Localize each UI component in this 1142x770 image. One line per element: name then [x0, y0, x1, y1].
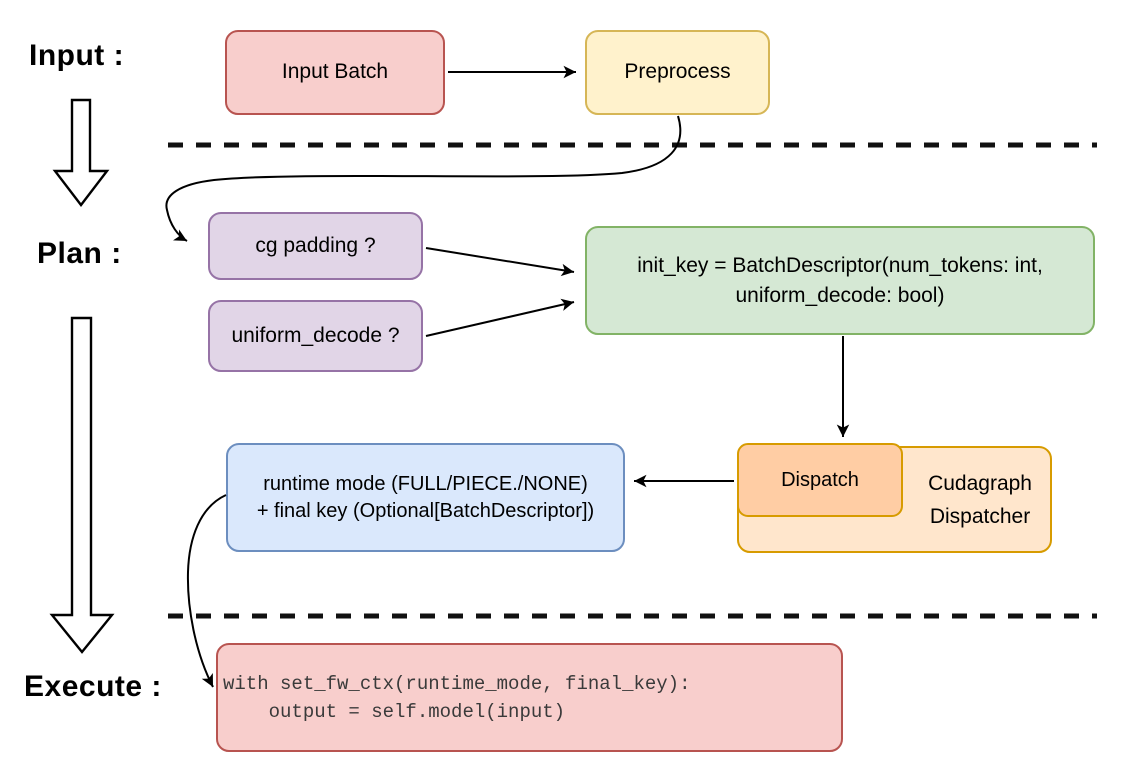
- plan-to-execute-block-arrow: [49, 316, 115, 654]
- node-runtime-mode: runtime mode (FULL/PIECE./NONE) + final …: [226, 443, 625, 552]
- node-init-key-line2: uniform_decode: bool): [735, 283, 945, 307]
- execute-code-line1: with set_fw_ctx(runtime_mode, final_key)…: [223, 672, 691, 695]
- node-cudagraph-line2: Dispatcher: [929, 504, 1031, 528]
- execute-code-line2: output = self.model(input): [223, 700, 566, 723]
- node-dispatch: Dispatch: [737, 443, 903, 517]
- node-execute-code: with set_fw_ctx(runtime_mode, final_key)…: [216, 643, 843, 752]
- node-runtime-mode-line2: + final key (Optional[BatchDescriptor]): [256, 499, 595, 522]
- stage-label-input: Input :: [29, 39, 125, 72]
- node-init-key: init_key = BatchDescriptor(num_tokens: i…: [585, 226, 1095, 335]
- node-cudagraph-line1: Cudagraph: [928, 471, 1032, 495]
- node-input-batch-label: Input Batch: [281, 60, 389, 84]
- node-cg-padding: cg padding ?: [208, 212, 423, 280]
- node-uniform-decode: uniform_decode ?: [208, 300, 423, 372]
- node-input-batch: Input Batch: [225, 30, 445, 115]
- node-uniform-decode-label: uniform_decode ?: [231, 323, 400, 347]
- edge-uniform-decode-to-init-key: [425, 298, 575, 337]
- node-preprocess: Preprocess: [585, 30, 770, 115]
- node-preprocess-label: Preprocess: [624, 60, 731, 84]
- input-to-plan-block-arrow: [52, 98, 110, 207]
- edge-cg-padding-to-init-key: [425, 247, 575, 277]
- node-init-key-line1: init_key = BatchDescriptor(num_tokens: i…: [637, 253, 1043, 277]
- stage-label-execute: Execute :: [24, 670, 162, 703]
- stage-label-plan: Plan :: [37, 237, 122, 270]
- node-cg-padding-label: cg padding ?: [255, 233, 376, 257]
- node-runtime-mode-line1: runtime mode (FULL/PIECE./NONE): [263, 472, 588, 495]
- node-dispatch-label: Dispatch: [781, 468, 859, 491]
